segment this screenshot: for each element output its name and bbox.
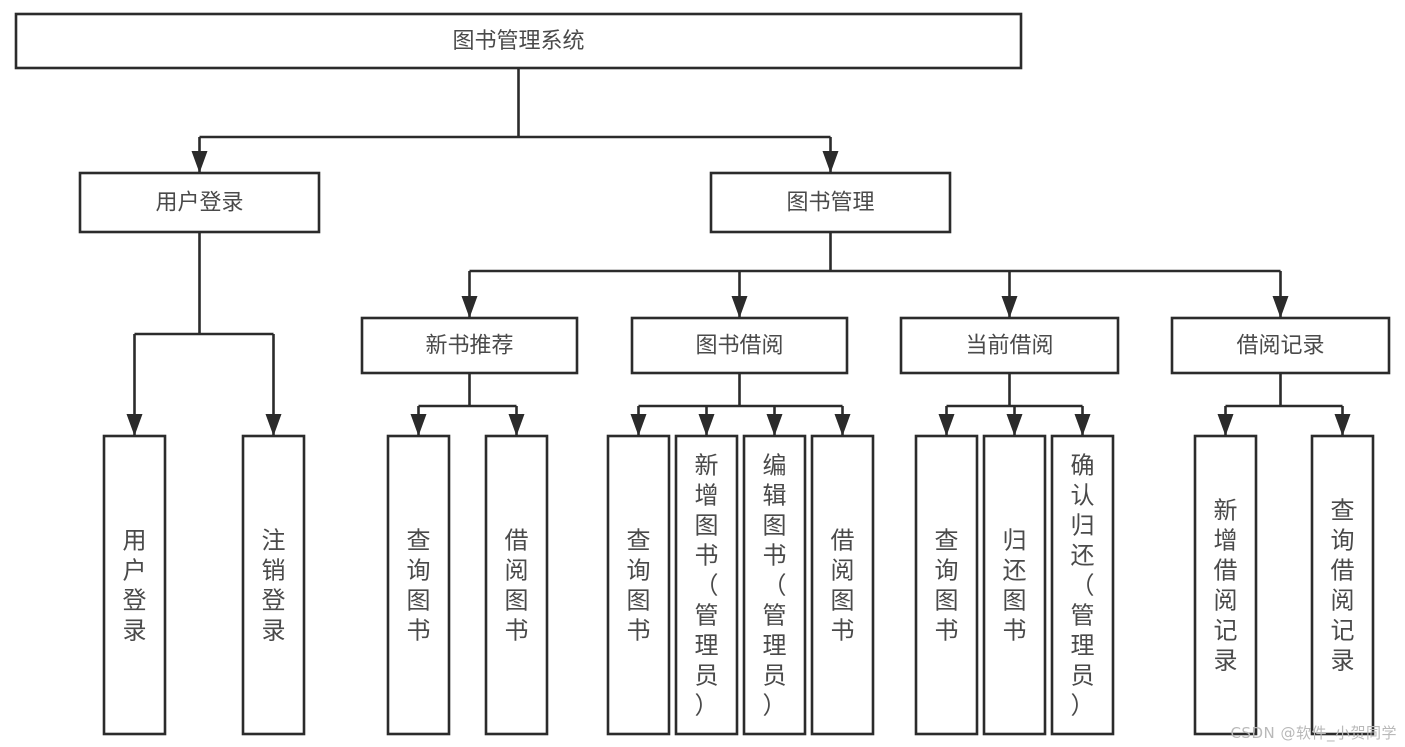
arrow-head-icon xyxy=(698,414,715,436)
node-label-new-book-recommend: 新书推荐 xyxy=(425,334,513,359)
node-user-login-do[interactable]: 用户登录 xyxy=(102,434,167,736)
arrow-head-icon xyxy=(265,414,282,436)
node-label-book-borrow: 图书借阅 xyxy=(695,334,783,359)
arrow-head-icon xyxy=(191,151,208,173)
node-box-new-book-recommend xyxy=(360,316,579,375)
node-root[interactable]: 图书管理系统 xyxy=(14,12,1023,70)
node-label-query-book-2: 查询图书 xyxy=(627,526,651,644)
arrow-head-icon xyxy=(1001,296,1018,318)
arrow-head-icon xyxy=(1217,414,1234,436)
arrow-head-icon xyxy=(822,151,839,173)
arrow-head-icon xyxy=(630,414,647,436)
node-label-edit-book-admin: 编辑图书（管理员） xyxy=(763,451,787,719)
arrow-head-icon xyxy=(1272,296,1289,318)
node-borrow-record[interactable]: 借阅记录 xyxy=(1170,316,1391,375)
node-label-user-logout: 注销登录 xyxy=(262,526,286,644)
node-box-root xyxy=(14,12,1023,70)
node-box-return-book xyxy=(982,434,1047,736)
node-borrow-book-2[interactable]: 借阅图书 xyxy=(810,434,875,736)
node-user-logout[interactable]: 注销登录 xyxy=(241,434,306,736)
node-label-borrow-record: 借阅记录 xyxy=(1236,334,1324,359)
node-label-borrow-book-2: 借阅图书 xyxy=(831,526,855,644)
node-label-current-borrow: 当前借阅 xyxy=(965,334,1053,359)
arrow-head-icon xyxy=(1074,414,1091,436)
node-borrow-book-1[interactable]: 借阅图书 xyxy=(484,434,549,736)
node-query-book-2[interactable]: 查询图书 xyxy=(606,434,671,736)
node-book-borrow[interactable]: 图书借阅 xyxy=(630,316,849,375)
node-box-query-book-3 xyxy=(914,434,979,736)
arrow-head-icon xyxy=(834,414,851,436)
node-label-add-borrow-record: 新增借阅记录 xyxy=(1214,496,1238,674)
node-box-book-borrow xyxy=(630,316,849,375)
arrow-head-icon xyxy=(766,414,783,436)
arrow-head-icon xyxy=(461,296,478,318)
node-book-management[interactable]: 图书管理 xyxy=(709,171,952,234)
node-edit-book-admin[interactable]: 编辑图书（管理员） xyxy=(742,434,807,736)
node-box-edit-book-admin xyxy=(742,434,807,736)
node-box-add-book-admin xyxy=(674,434,739,736)
node-box-confirm-return-admin xyxy=(1050,434,1115,736)
node-box-query-borrow-record xyxy=(1310,434,1375,736)
node-box-borrow-book-1 xyxy=(484,434,549,736)
node-box-user-logout xyxy=(241,434,306,736)
arrow-head-icon xyxy=(731,296,748,318)
node-box-borrow-record xyxy=(1170,316,1391,375)
node-query-book-3[interactable]: 查询图书 xyxy=(914,434,979,736)
node-label-user-login-do: 用户登录 xyxy=(123,526,147,644)
node-label-book-management: 图书管理 xyxy=(786,191,874,216)
node-return-book[interactable]: 归还图书 xyxy=(982,434,1047,736)
node-add-book-admin[interactable]: 新增图书（管理员） xyxy=(674,434,739,736)
node-box-user-login-do xyxy=(102,434,167,736)
node-box-borrow-book-2 xyxy=(810,434,875,736)
node-current-borrow[interactable]: 当前借阅 xyxy=(899,316,1120,375)
arrow-head-icon xyxy=(410,414,427,436)
node-add-borrow-record[interactable]: 新增借阅记录 xyxy=(1193,434,1258,736)
node-label-add-book-admin: 新增图书（管理员） xyxy=(695,451,719,719)
arrow-head-icon xyxy=(1334,414,1351,436)
node-label-query-borrow-record: 查询借阅记录 xyxy=(1331,496,1355,674)
connector-layer xyxy=(126,68,1351,436)
node-box-query-book-2 xyxy=(606,434,671,736)
node-new-book-recommend[interactable]: 新书推荐 xyxy=(360,316,579,375)
node-confirm-return-admin[interactable]: 确认归还（管理员） xyxy=(1050,434,1115,736)
node-label-user-login: 用户登录 xyxy=(155,191,243,216)
node-box-user-login xyxy=(78,171,321,234)
node-label-confirm-return-admin: 确认归还（管理员） xyxy=(1071,451,1095,719)
node-label-query-book-3: 查询图书 xyxy=(935,526,959,644)
node-box-book-management xyxy=(709,171,952,234)
node-box-query-book-1 xyxy=(386,434,451,736)
arrow-head-icon xyxy=(126,414,143,436)
node-label-query-book-1: 查询图书 xyxy=(407,526,431,644)
arrow-head-icon xyxy=(1006,414,1023,436)
node-query-borrow-record[interactable]: 查询借阅记录 xyxy=(1310,434,1375,736)
arrow-head-icon xyxy=(938,414,955,436)
node-query-book-1[interactable]: 查询图书 xyxy=(386,434,451,736)
node-label-return-book: 归还图书 xyxy=(1003,526,1027,644)
node-box-current-borrow xyxy=(899,316,1120,375)
node-box-add-borrow-record xyxy=(1193,434,1258,736)
node-label-borrow-book-1: 借阅图书 xyxy=(505,526,529,644)
node-user-login[interactable]: 用户登录 xyxy=(78,171,321,234)
arrow-head-icon xyxy=(508,414,525,436)
node-label-root: 图书管理系统 xyxy=(452,29,584,54)
